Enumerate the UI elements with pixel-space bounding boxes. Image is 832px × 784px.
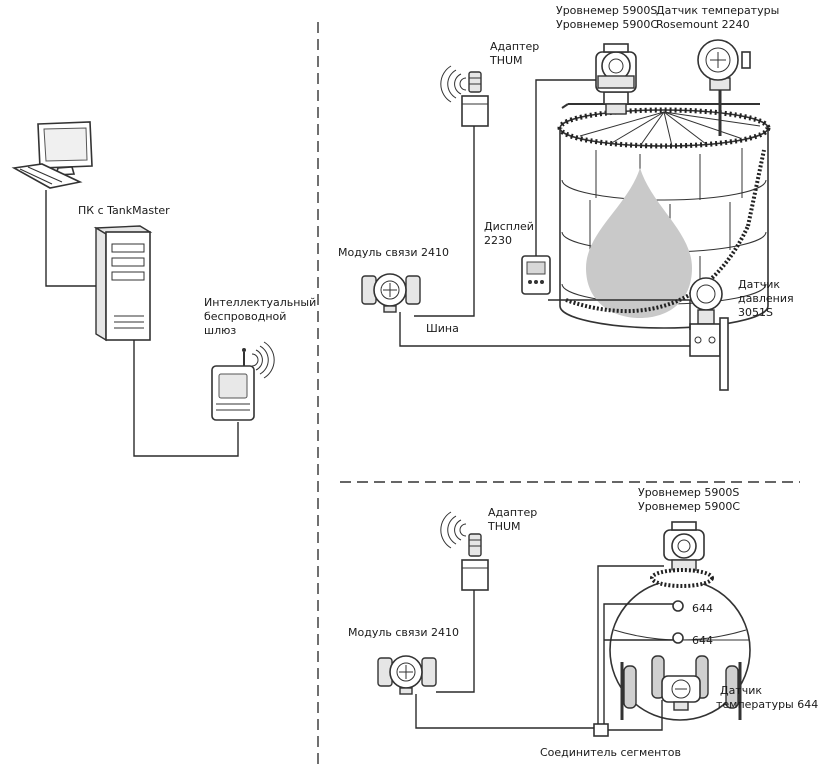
- radar-level-gauge-top: [595, 43, 637, 115]
- sensor-644-a: 644: [672, 600, 713, 615]
- sensor-644-b: 644: [672, 632, 713, 647]
- pc-label: ПК с TankMaster: [78, 204, 170, 217]
- segment-coupler-label: Соединитель сегментов: [540, 746, 681, 759]
- svg-text:Уровнемер 5900C: Уровнемер 5900C: [638, 500, 740, 513]
- svg-text:беспроводной: беспроводной: [204, 310, 286, 323]
- gateway-label: Интеллектуальный беспроводной шлюз: [204, 296, 316, 337]
- svg-text:Уровнемер 5900S: Уровнемер 5900S: [638, 486, 739, 499]
- temperature-transmitter-644-label: Датчик температуры 644: [716, 684, 818, 711]
- pressure-transmitter-3051s-device: [689, 277, 729, 391]
- svg-text:шлюз: шлюз: [204, 324, 236, 337]
- temperature-transmitter-644-device: [661, 675, 701, 711]
- bus-label: Шина: [426, 322, 459, 335]
- thum-wireless-signal-bottom-icon: [440, 511, 467, 549]
- svg-text:Датчик: Датчик: [738, 278, 780, 291]
- display-2230-label: Дисплей 2230: [484, 220, 534, 247]
- svg-text:температуры 644: температуры 644: [716, 698, 818, 711]
- comm-module-bottom-label: Модуль связи 2410: [348, 626, 459, 639]
- level-gauge-bottom-label: Уровнемер 5900S Уровнемер 5900C: [638, 486, 740, 513]
- cable-monitor-to-tower: [45, 190, 96, 287]
- svg-text:Дисплей: Дисплей: [484, 220, 534, 233]
- pc-monitor-icon: [11, 121, 93, 189]
- svg-text:Датчик температуры: Датчик температуры: [656, 4, 779, 17]
- vertical-storage-tank: [557, 103, 771, 329]
- thum-adapter-top-device: [461, 71, 489, 127]
- svg-text:Адаптер: Адаптер: [490, 40, 539, 53]
- svg-text:Адаптер: Адаптер: [488, 506, 537, 519]
- thum-adapter-top-label: Адаптер THUM: [489, 40, 539, 67]
- bus-wiring-top: [399, 79, 691, 347]
- temperature-transmitter-2240: [697, 39, 751, 136]
- temperature-transmitter-2240-label: Датчик температуры Rosemount 2240: [656, 4, 779, 31]
- svg-text:Интеллектуальный: Интеллектуальный: [204, 296, 316, 309]
- svg-text:давления: давления: [738, 292, 794, 305]
- liquid-drop-icon: [586, 168, 692, 318]
- bus-wiring-bottom: [415, 565, 673, 731]
- gateway-wireless-signal-icon: [251, 341, 275, 379]
- wireless-gateway-device: [211, 348, 255, 421]
- pc-tower-icon: [93, 225, 153, 342]
- svg-text:Уровнемер 5900C: Уровнемер 5900C: [556, 18, 658, 31]
- display-2230-device: [521, 255, 551, 295]
- comm-module-2410-bottom-device: [377, 655, 437, 695]
- svg-text:644: 644: [692, 602, 713, 615]
- segment-coupler-device: [593, 723, 609, 737]
- thum-adapter-bottom-label: Адаптер THUM: [487, 506, 537, 533]
- svg-text:THUM: THUM: [487, 520, 521, 533]
- spherical-storage-tank: [609, 568, 751, 721]
- thum-wireless-signal-top-icon: [440, 65, 467, 103]
- svg-text:Rosemount 2240: Rosemount 2240: [656, 18, 750, 31]
- svg-text:644: 644: [692, 634, 713, 647]
- radar-level-gauge-bottom: [663, 521, 705, 573]
- svg-text:Датчик: Датчик: [720, 684, 762, 697]
- comm-module-top-label: Модуль связи 2410: [338, 246, 449, 259]
- comm-module-2410-top-device: [361, 273, 421, 313]
- thum-adapter-bottom-device: [461, 533, 489, 591]
- pressure-transmitter-label: Датчик давления 3051S: [738, 278, 794, 319]
- svg-text:2230: 2230: [484, 234, 512, 247]
- svg-text:THUM: THUM: [489, 54, 523, 67]
- svg-text:3051S: 3051S: [738, 306, 773, 319]
- svg-text:Уровнемер 5900S: Уровнемер 5900S: [556, 4, 657, 17]
- cable-tower-to-gateway: [133, 340, 239, 457]
- level-gauge-top-label: Уровнемер 5900S Уровнемер 5900C: [556, 4, 658, 31]
